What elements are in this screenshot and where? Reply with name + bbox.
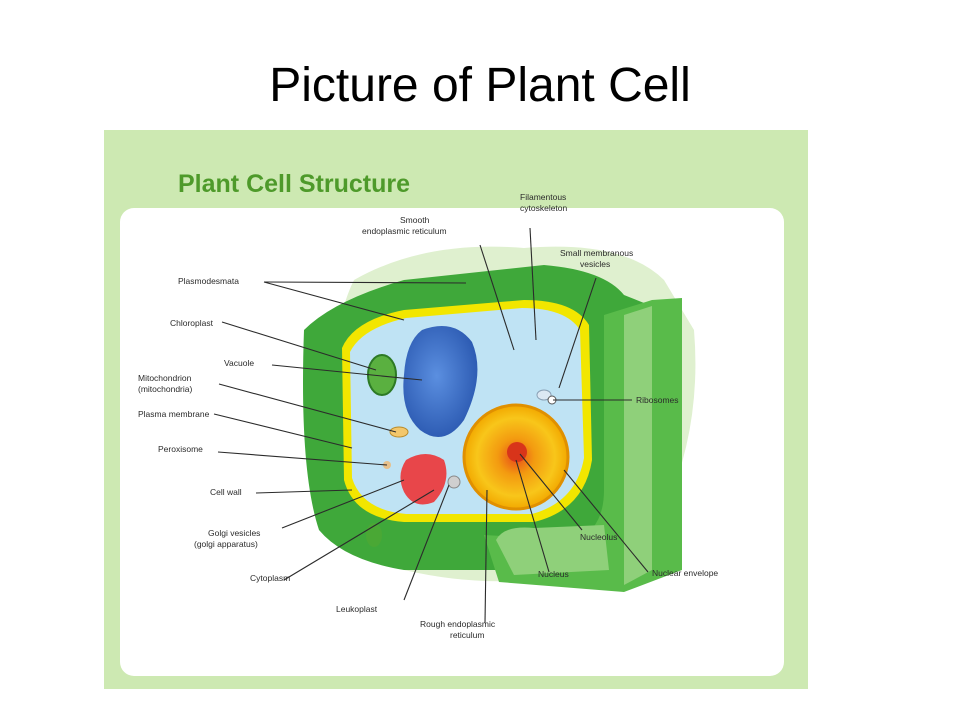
leader-lines [213,227,649,624]
slide-title: Picture of Plant Cell [269,59,691,112]
golgi-shape [400,454,447,505]
label-peroxisome: Peroxisome [158,444,203,454]
mitochondrion-shape [389,426,409,438]
label-golgi-line1: Golgi vesicles [208,528,260,538]
label-golgi-line2: (golgi apparatus) [194,539,258,549]
label-rough-er-line2: reticulum [450,630,484,640]
label-nuclear-envelope: Nuclear envelope [652,568,718,578]
label-ribosomes: Ribosomes [636,395,679,405]
label-vesicles-line1: Small membranous [560,248,633,258]
label-mitochondrion-line1: Mitochondrion [138,373,192,383]
vacuole-shape [403,326,478,438]
vesicle-shape [536,389,552,401]
label-rough-er-line1: Rough endoplasmic [420,619,496,629]
label-vesicles-line2: vesicles [580,259,610,269]
plant-cell-figure: Plant Cell Structure [104,130,808,689]
label-filamentous-line1: Filamentous [520,192,566,202]
label-nucleolus: Nucleolus [580,532,617,542]
figure-heading: Plant Cell Structure [178,170,410,198]
plant-cell-diagram: Plasmodesmata Chloroplast Vacuole Mitoch… [138,192,718,640]
leukoplast-shape [447,475,461,489]
label-filamentous-line2: cytoskeleton [520,203,568,213]
label-vacuole: Vacuole [224,358,254,368]
nuclear-envelope-ring [462,403,570,511]
label-mitochondrion-line2: (mitochondria) [138,384,192,394]
cell-wall-side-light [624,306,652,585]
label-plasmodesmata: Plasmodesmata [178,276,239,286]
label-plasma-membrane: Plasma membrane [138,409,210,419]
label-cytoplasm: Cytoplasm [250,573,290,583]
cell-wall-channel [496,525,609,575]
label-nucleus: Nucleus [538,569,569,579]
label-smooth-er-line1: Smooth [400,215,430,225]
label-leukoplast: Leukoplast [336,604,378,614]
label-smooth-er-line2: endoplasmic reticulum [362,226,447,236]
label-chloroplast: Chloroplast [170,318,214,328]
label-cell-wall: Cell wall [210,487,242,497]
